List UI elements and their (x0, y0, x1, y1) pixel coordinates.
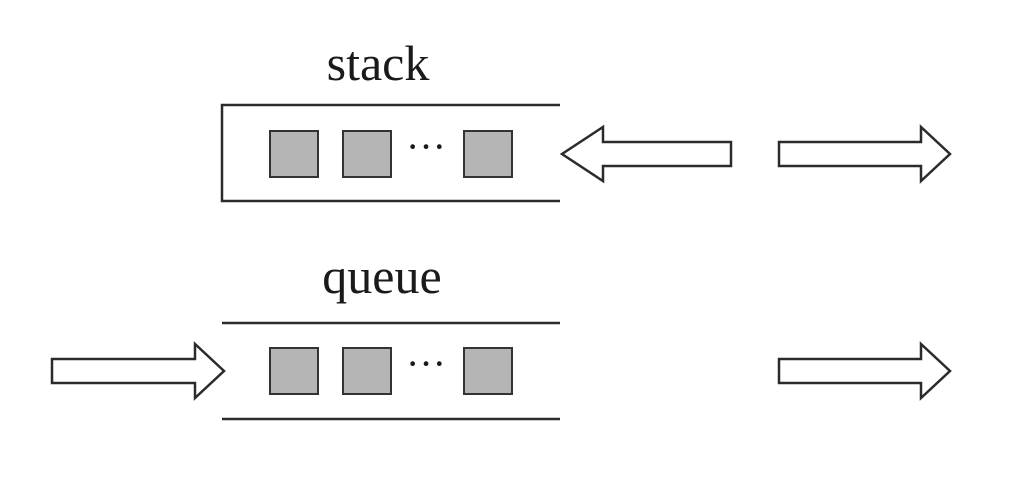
stack-element-last (463, 130, 513, 178)
stack-title: stack (327, 35, 430, 91)
queue-enqueue-arrow (50, 341, 226, 401)
queue-element-last (463, 347, 513, 395)
queue-group: queue ··· (50, 248, 952, 421)
stack-container (220, 103, 560, 203)
stack-element-2 (342, 130, 392, 178)
stack-group: stack ··· (220, 35, 952, 203)
stack-element-1 (269, 130, 319, 178)
queue-dequeue-arrow (777, 341, 952, 401)
queue-title: queue (322, 248, 441, 304)
stack-push-arrow (559, 124, 733, 184)
stack-pop-arrow (777, 124, 952, 184)
queue-element-2 (342, 347, 392, 395)
queue-ellipsis: ··· (406, 341, 446, 386)
stack-ellipsis: ··· (406, 124, 446, 169)
queue-element-1 (269, 347, 319, 395)
